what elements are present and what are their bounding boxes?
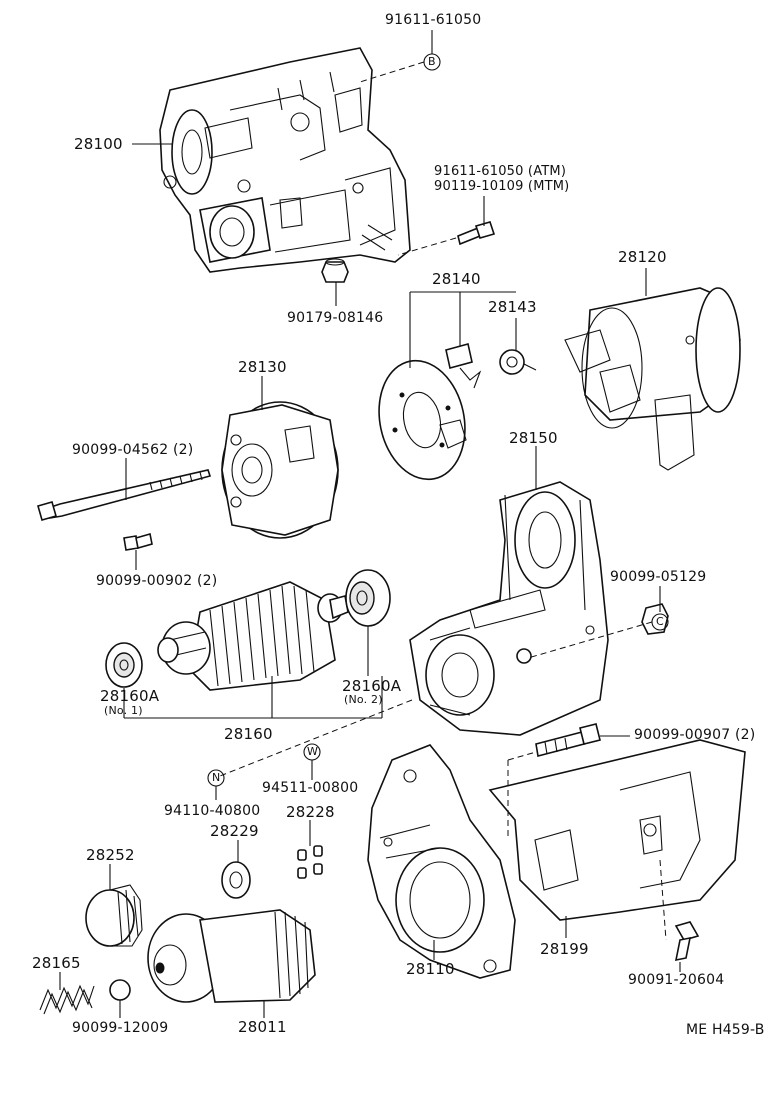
label-28160a-no1: 28160A: [100, 687, 160, 705]
through-bolt-90099-04562: [37, 469, 212, 521]
label-28160: 28160: [224, 725, 273, 743]
bolt-90091-20604: [674, 921, 700, 962]
magnet-switch-28150: [409, 481, 609, 736]
label-90099-00902: 90099-00902 (2): [96, 573, 218, 589]
armature-28160: [157, 581, 349, 691]
label-90099-12009: 90099-12009: [72, 1020, 169, 1036]
brush-spring-28143: [499, 349, 537, 375]
label-28160a-no2-sub: (No. 2): [344, 693, 383, 706]
label-90179-08146: 90179-08146: [287, 310, 384, 326]
clutch-28011: [147, 909, 316, 1003]
end-frame-28130: [221, 401, 339, 539]
starter-housing-28100: [159, 47, 411, 273]
label-28140: 28140: [432, 270, 481, 288]
pins-28228: [297, 845, 323, 879]
label-28120: 28120: [618, 248, 667, 266]
starter-housing-28110: [367, 744, 516, 979]
label-28160a-no2: 28160A: [342, 677, 402, 695]
label-ref-c: C: [656, 615, 664, 628]
nut-90179-08146: [321, 258, 349, 283]
brush-28140: [445, 343, 482, 389]
yoke-28120: [564, 287, 741, 471]
label-90099-04562: 90099-04562 (2): [72, 442, 194, 458]
cap-90099-05129: [641, 603, 669, 635]
label-28199: 28199: [540, 940, 589, 958]
label-94511-00800: 94511-00800: [262, 780, 359, 796]
spring-28165: [39, 984, 95, 1015]
label-90099-05129: 90099-05129: [610, 569, 707, 585]
bolt-90099-00907: [535, 723, 601, 757]
label-28110: 28110: [406, 960, 455, 978]
diagram-code: ME H459-B: [686, 1022, 765, 1038]
label-ref-b: B: [428, 55, 436, 68]
label-28011: 28011: [238, 1018, 287, 1036]
bearing-28160a-no2: [345, 569, 391, 627]
label-28228: 28228: [286, 803, 335, 821]
label-91611-61050: 91611-61050: [385, 12, 482, 28]
retainer-28229: [221, 861, 251, 899]
label-90099-00907: 90099-00907 (2): [634, 727, 756, 743]
screw-90099-00902: [123, 532, 153, 551]
label-28100: 28100: [74, 135, 123, 153]
label-28160a-no1-sub: (No. 1): [104, 704, 143, 717]
bolt-91611-61050-atm: [457, 221, 496, 246]
label-90091-20604: 90091-20604: [628, 972, 725, 988]
label-28165: 28165: [32, 954, 81, 972]
cover-28199: [488, 739, 746, 921]
label-28143: 28143: [488, 298, 537, 316]
label-28150: 28150: [509, 429, 558, 447]
label-28130: 28130: [238, 358, 287, 376]
label-94110-40800: 94110-40800: [164, 803, 261, 819]
label-91611-atm: 91611-61050 (ATM): [434, 164, 567, 179]
ball-90099-12009: [109, 979, 131, 1001]
brush-plate-28140: [378, 359, 467, 481]
label-90119-mtm: 90119-10109 (MTM): [434, 179, 570, 194]
leader-lines: [59, 30, 681, 1018]
label-28252: 28252: [86, 846, 135, 864]
label-ref-n: N: [212, 771, 221, 784]
bearing-28160a-no1: [105, 642, 143, 688]
label-ref-w: W: [307, 745, 319, 758]
gear-28252: [85, 884, 143, 947]
label-28229: 28229: [210, 822, 259, 840]
